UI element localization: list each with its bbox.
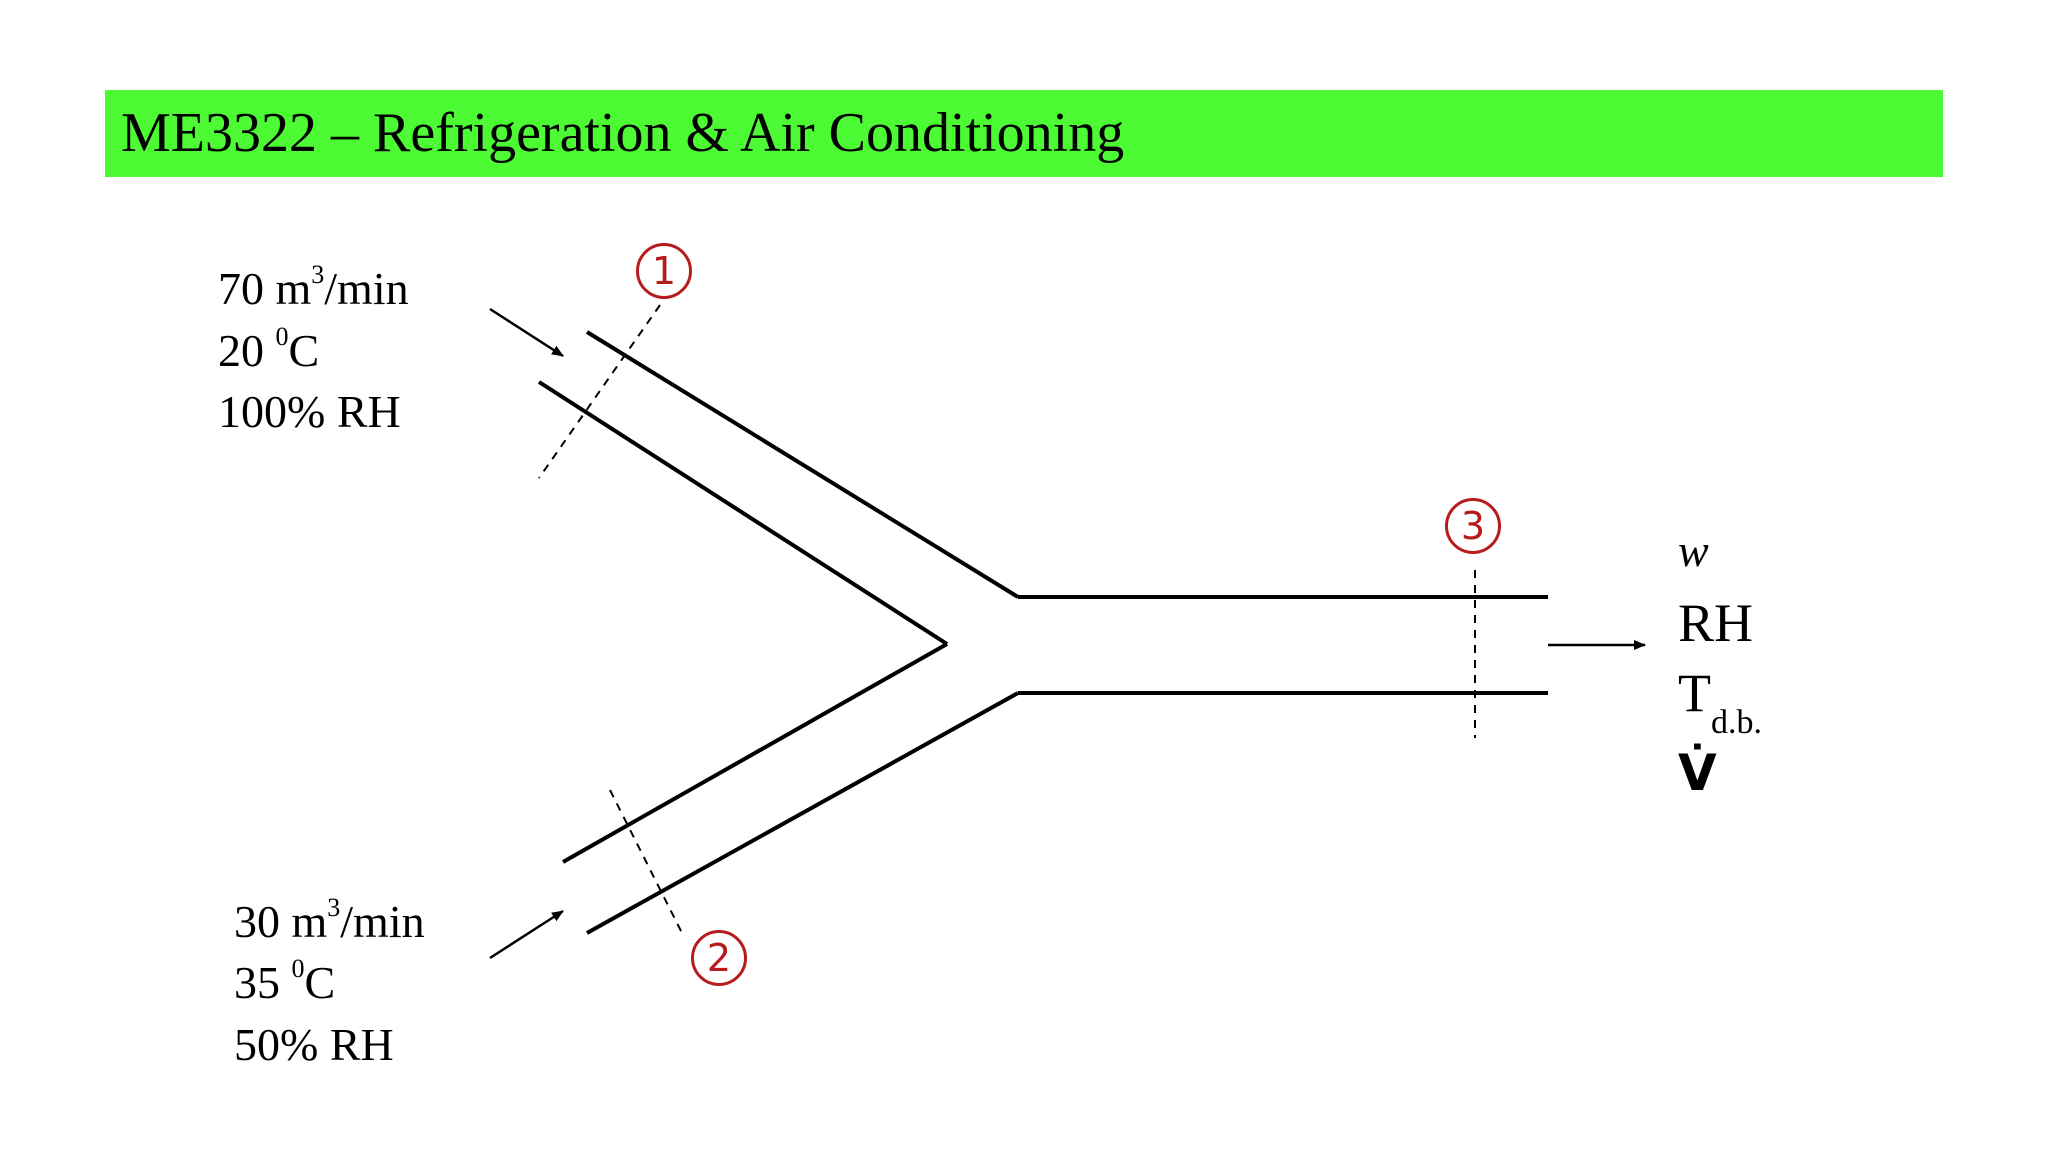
section-1-line [538, 304, 661, 479]
slide-title: ME3322 – Refrigeration & Air Conditionin… [121, 102, 1125, 164]
branch2-inner-wall [562, 642, 948, 864]
inlet2-flow-rate: 30 m3/min [234, 893, 425, 947]
branch1-outer-wall [585, 330, 1020, 599]
outlet-humidity-ratio: w [1678, 525, 1709, 576]
outlet-relative-humidity: RH [1678, 593, 1754, 653]
inlet2-relative-humidity: 50% RH [234, 1019, 394, 1070]
branch2-outer-wall [586, 691, 1019, 935]
outlet-volume-flow-rate: V̇ [1678, 744, 1717, 802]
state-1-marker: 1 [636, 243, 692, 299]
branch1-inner-wall [537, 380, 949, 646]
state-2-marker: 2 [691, 930, 747, 986]
duct-walls [537, 330, 1548, 935]
inlet1-flow-rate: 70 m3/min [218, 260, 409, 314]
flow-arrows [489, 307, 1646, 960]
title-bar: ME3322 – Refrigeration & Air Conditionin… [105, 90, 1943, 177]
inlet2-temperature: 35 0C [234, 954, 336, 1008]
state-3-marker: 3 [1445, 498, 1501, 554]
outlet-dry-bulb-temperature: Td.b. [1678, 663, 1762, 741]
inlet1-temperature: 20 0C [218, 322, 320, 376]
state-section-lines [538, 304, 1476, 936]
inlet2-arrow [489, 909, 564, 960]
section-2-line [609, 789, 684, 936]
inlet1-arrow [489, 307, 564, 358]
inlet1-relative-humidity: 100% RH [218, 386, 401, 437]
